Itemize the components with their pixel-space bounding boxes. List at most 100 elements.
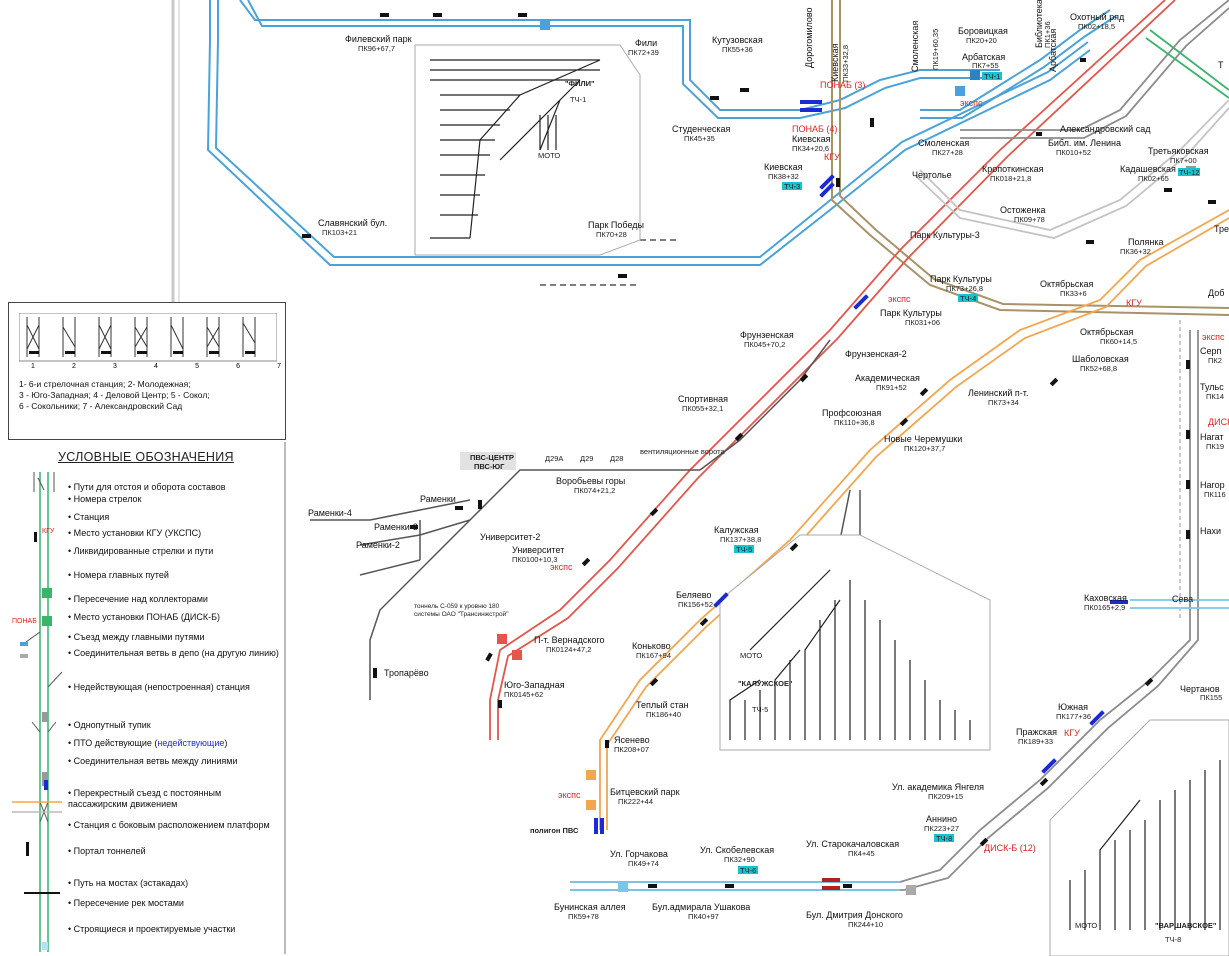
pk-novye-cheremushki: ПК120+37,7 [904,444,945,453]
station-ramenki-3[interactable]: Раменки-3 [374,522,418,532]
tch8-tag: ТЧ-8 [936,834,952,843]
station-park-kultury[interactable]: Парк Культуры [930,274,992,284]
station-kadashevskaya[interactable]: Кадашевская [1120,164,1176,174]
station-studencheskaya[interactable]: Студенческая [672,124,730,134]
station-troparevo[interactable]: Тропарёво [384,668,429,678]
station-nagatinskaya[interactable]: Нагат [1200,432,1224,442]
station-shabolovskaya[interactable]: Шаболовская [1072,354,1129,364]
kaluzhskoe-depot[interactable]: МОТО "КАЛУЖСКОЕ" ТЧ-5 [719,534,991,751]
fili-depot[interactable]: "ФИЛИ" ТЧ-1 МОТО [414,44,641,256]
station-tyoply-stan[interactable]: Теплый стан [636,700,689,710]
station-borovitskaya[interactable]: Боровицкая [958,26,1008,36]
station-frunzenskaya[interactable]: Фрунзенская [740,330,794,340]
station-profsoyuznaya[interactable]: Профсоюзная [822,408,881,418]
station-nakhimovsky[interactable]: Нахи [1200,526,1221,536]
station-kievskaya-tan[interactable]: Киевская [792,134,831,144]
station-sportivnaya[interactable]: Спортивная [678,394,728,404]
station-dobryninskaya[interactable]: Доб [1208,288,1224,298]
station-park-kultury-3[interactable]: Парк Культуры-3 [910,230,980,240]
ring-line [831,0,1229,316]
station-nagornaya[interactable]: Нагор [1200,480,1225,490]
station-kievskaya-blue[interactable]: Киевская [764,162,803,172]
station-novye-cheremushki[interactable]: Новые Черемушки [884,434,962,444]
legend-pto-prefix: ПТО действующие ( [73,738,158,748]
station-okhotny[interactable]: Охотный ряд [1070,12,1125,22]
station-ramenki-2[interactable]: Раменки-2 [356,540,400,550]
station-arbatskaya[interactable]: Арбатская [962,52,1005,62]
station-arbatskaya-v[interactable]: Арбатская [1048,29,1058,72]
station-smolenskaya[interactable]: Смоленская [918,138,969,148]
legend-item: Ликвидированные стрелки и пути [68,546,283,557]
station-t-right[interactable]: Т [1218,60,1224,70]
station-kutuzovskaya[interactable]: Кутузовская [712,35,763,45]
station-yangelya[interactable]: Ул. академика Янгеля [892,782,984,792]
station-gorchakova[interactable]: Ул. Горчакова [610,849,668,859]
varshavskoe-depot[interactable]: МОТО "ВАРШАВСКОЕ" ТЧ-8 [1049,719,1229,956]
station-belyaevo[interactable]: Беляево [676,590,711,600]
station-starokachalovskaya[interactable]: Ул. Старокачаловская [806,839,899,849]
tunnel-note-text: тоннель С-059 к уровню 180 системы ОАО "… [414,603,509,618]
station-biblioteka[interactable]: Библ. им. Ленина [1048,138,1121,148]
station-ostozhenka[interactable]: Остоженка [1000,205,1046,215]
pk-starokachalovskaya: ПК4+45 [848,849,875,858]
pk-smolenskaya: ПК27+28 [932,148,963,157]
station-sevastopolskaya[interactable]: Сева [1172,594,1193,604]
station-kropotkinskaya[interactable]: Кропоткинская [982,164,1044,174]
legend-item: Пути для отстоя и оборота составов [68,482,283,493]
station-ramenki-4[interactable]: Раменки-4 [308,508,352,518]
station-ushakova[interactable]: Бул.адмирала Ушакова [652,902,750,912]
station-konkovo[interactable]: Коньково [632,641,671,651]
kgu-label: КГУ [1126,298,1142,308]
station-polyanka[interactable]: Полянка [1128,237,1164,247]
ekspc-label: экспс [960,98,983,108]
station-kakhovskaya[interactable]: Каховская [1084,593,1127,603]
legend-item: Строящиеся и проектируемые участки [68,924,283,935]
station-universitet[interactable]: Университет [512,545,564,555]
station-tre-right[interactable]: Тре [1214,224,1229,234]
station-skobelevskaya[interactable]: Ул. Скобелевская [700,845,774,855]
station-slavyansky[interactable]: Славянский бул. [318,218,387,228]
station-kievskaya-v[interactable]: Киевская [830,43,840,82]
station-dorogomilovo[interactable]: Дорогомилово [804,7,814,68]
station-leninsky[interactable]: Ленинский п-т. [968,388,1028,398]
station-donskogo[interactable]: Бул. Дмитрия Донского [806,910,903,920]
station-filevsky-park[interactable]: Филевский парк [345,34,412,44]
station-oktyabrskaya-2[interactable]: Октябрьская [1080,327,1134,337]
station-yuzhnaya[interactable]: Южная [1058,702,1088,712]
station-vernadskogo[interactable]: П-т. Вернадского [534,635,604,645]
station-park-pobedy[interactable]: Парк Победы [588,220,644,230]
station-serpukhovskaya[interactable]: Серп [1200,346,1222,356]
pk-belyaevo: ПК156+52 [678,600,713,609]
gray-line [570,0,1229,891]
station-tretyakovskaya[interactable]: Третьяковская [1148,146,1209,156]
pk-shabolovskaya: ПК52+68,8 [1080,364,1117,373]
ekspc-label: экспс [1202,332,1225,342]
pto-markers [594,100,1128,834]
station-kaluzhskaya[interactable]: Калужская [714,525,759,535]
station-akademicheskaya[interactable]: Академическая [855,373,920,383]
station-labels[interactable]: Филевский парк ПК96+67,7 Фили ПК72+39 Ку… [308,0,1229,929]
station-ramenki[interactable]: Раменки [420,494,456,504]
station-biblioteka-v[interactable]: Библиотека [1034,0,1044,48]
station-smolenskaya-v[interactable]: Смоленская [910,21,920,72]
station-tulskaya[interactable]: Тульс [1200,382,1224,392]
turnout-number: 3 [113,363,117,370]
station-yasenevo[interactable]: Ясенево [614,735,650,745]
station-prazhskaya[interactable]: Пражская [1016,727,1057,737]
station-bitsevsky[interactable]: Битцевский парк [610,787,680,797]
station-annino[interactable]: Аннино [926,814,957,824]
station-universitet-2[interactable]: Университет-2 [480,532,540,542]
station-fili[interactable]: Фили [635,38,657,48]
station-chertanovskaya[interactable]: Чертанов [1180,684,1220,694]
station-buninskaya[interactable]: Бунинская аллея [554,902,626,912]
station-frunzenskaya-2[interactable]: Фрунзенская-2 [845,349,907,359]
station-alexandrovsky[interactable]: Александровский сад [1060,124,1151,134]
station-vorobyovy[interactable]: Воробьевы горы [556,476,625,486]
station-chertolye[interactable]: Чертолье [912,170,952,180]
station-yugo-zapadnaya[interactable]: Юго-Западная [504,680,565,690]
ekspc-label: экспс [888,294,911,304]
pk-park-kultury: ПК73+26,8 [946,284,983,293]
station-oktyabrskaya[interactable]: Октябрьская [1040,279,1094,289]
station-park-kultury-red[interactable]: Парк Культуры [880,308,942,318]
